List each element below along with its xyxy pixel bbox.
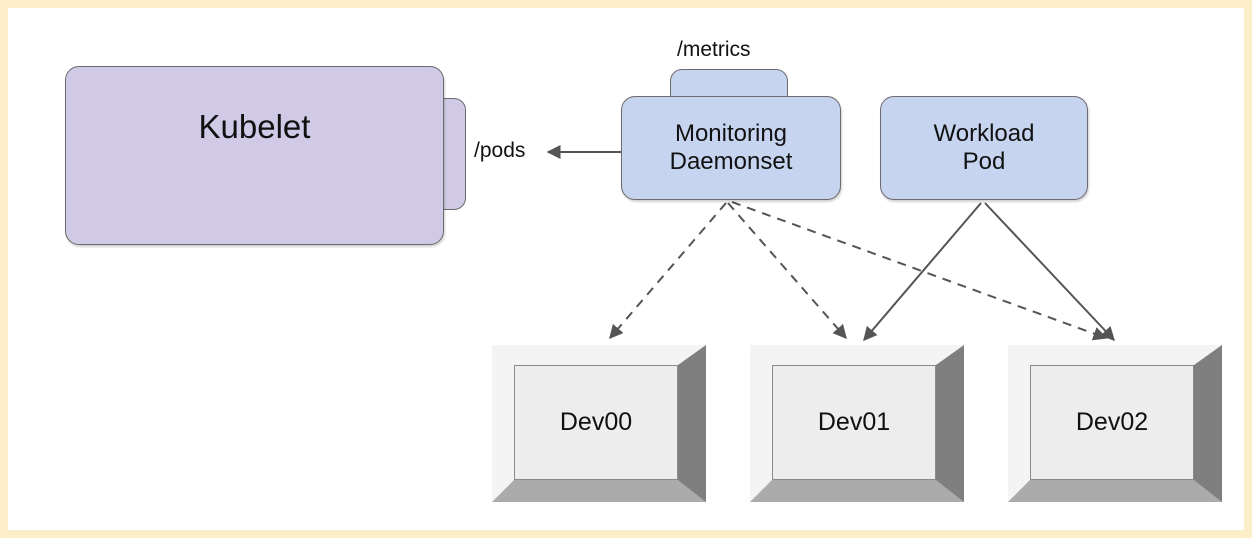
node-device-dev02[interactable]: Dev02 — [1008, 345, 1222, 502]
device-label: Dev01 — [817, 408, 891, 436]
device-label: Dev00 — [559, 408, 633, 436]
device-bevel-face — [750, 345, 964, 502]
edge-daemonset-to-dev02 — [731, 201, 1108, 341]
pods-endpoint-label: /pods — [474, 139, 526, 162]
workload-pod-label-line1: Workload — [933, 120, 1035, 148]
monitoring-daemonset-label-line1: Monitoring — [674, 120, 788, 148]
edge-workload-to-dev01 — [863, 202, 982, 342]
device-face: Dev02 — [1030, 365, 1194, 480]
edge-workload-to-dev02 — [984, 202, 1115, 342]
node-workload-pod[interactable]: Workload Pod — [880, 96, 1088, 200]
monitoring-daemonset-label-line2: Daemonset — [669, 148, 793, 175]
device-bevel-face — [492, 345, 706, 502]
workload-pod-label-line2: Pod — [962, 148, 1006, 175]
monitoring-daemonset-label: Monitoring Daemonset — [670, 120, 793, 176]
device-bevel-face — [1008, 345, 1222, 502]
workload-pod-label: Workload Pod — [934, 120, 1035, 176]
device-face: Dev00 — [514, 365, 678, 480]
node-device-dev00[interactable]: Dev00 — [492, 345, 706, 502]
node-device-dev01[interactable]: Dev01 — [750, 345, 964, 502]
device-face: Dev01 — [772, 365, 936, 480]
node-monitoring-daemonset[interactable]: Monitoring Daemonset — [621, 96, 841, 200]
edge-daemonset-to-dev00 — [609, 202, 727, 340]
metrics-endpoint-label: /metrics — [677, 38, 751, 61]
edge-daemonset-to-dev01 — [727, 202, 847, 340]
device-label: Dev02 — [1075, 408, 1149, 436]
kubelet-label: Kubelet — [198, 108, 311, 146]
node-kubelet[interactable]: Kubelet — [65, 66, 444, 245]
